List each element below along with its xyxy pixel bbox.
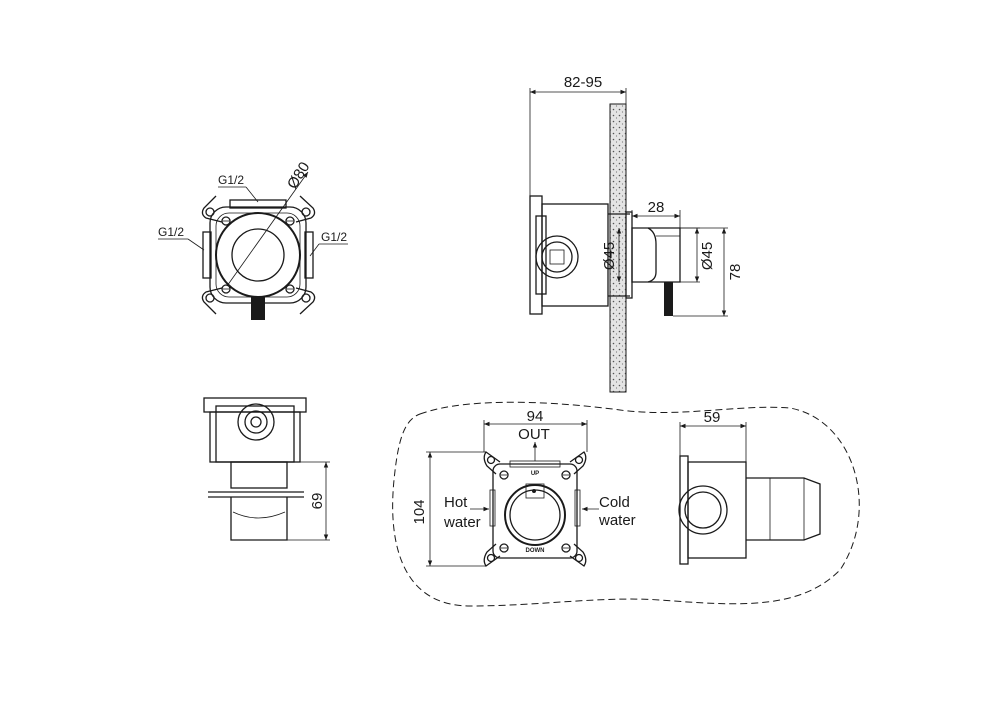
front-height-dimension: 104 [411, 499, 428, 524]
cold-water-label-1: Cold [599, 494, 630, 511]
right-outlet [304, 231, 314, 279]
hot-water-label-1: Hot [444, 494, 468, 511]
up-marking: UP [531, 471, 539, 477]
top-thread-label: G1/2 [218, 173, 244, 187]
side-view: 82-95 28 Ø45 Ø45 78 [529, 74, 744, 393]
handle-side [631, 227, 681, 316]
width-dimension: 94 [527, 408, 544, 425]
diameter-label: Ø80 [284, 159, 313, 192]
diameter-leader [226, 171, 309, 287]
bottom-height-dimension: 69 [309, 493, 326, 510]
body-diameter: Ø45 [601, 242, 618, 270]
valve-body-side [529, 195, 630, 315]
left-outlet [202, 231, 212, 279]
valve-body-front [492, 463, 578, 559]
down-marking: DOWN [526, 548, 545, 554]
height-dimension: 78 [727, 264, 744, 281]
handle-diameter: Ø45 [699, 242, 716, 270]
outlet-label: OUT [518, 426, 550, 443]
top-outlet [229, 199, 287, 209]
hot-water-label-2: water [443, 514, 481, 531]
escutcheon-plate [625, 211, 633, 299]
cold-water-label-2: water [598, 512, 636, 529]
inner-ring [231, 228, 285, 282]
profile-view: 59 [678, 409, 821, 565]
top-view: Ø80 G1/2 G1/2 G1/2 [158, 159, 348, 320]
depth-dimension: 82-95 [564, 74, 602, 91]
dashed-outline [392, 401, 860, 607]
right-thread-label: G1/2 [321, 230, 347, 244]
front-view: UP DOWN OUT Hot water Cold water 94 104 [411, 408, 636, 567]
handle [251, 296, 265, 320]
left-thread-label: G1/2 [158, 225, 184, 239]
profile-depth-dimension: 59 [704, 409, 721, 426]
bottom-view: 69 [203, 397, 330, 541]
front-outer-ring [504, 484, 566, 546]
projection-dimension: 28 [648, 199, 665, 216]
